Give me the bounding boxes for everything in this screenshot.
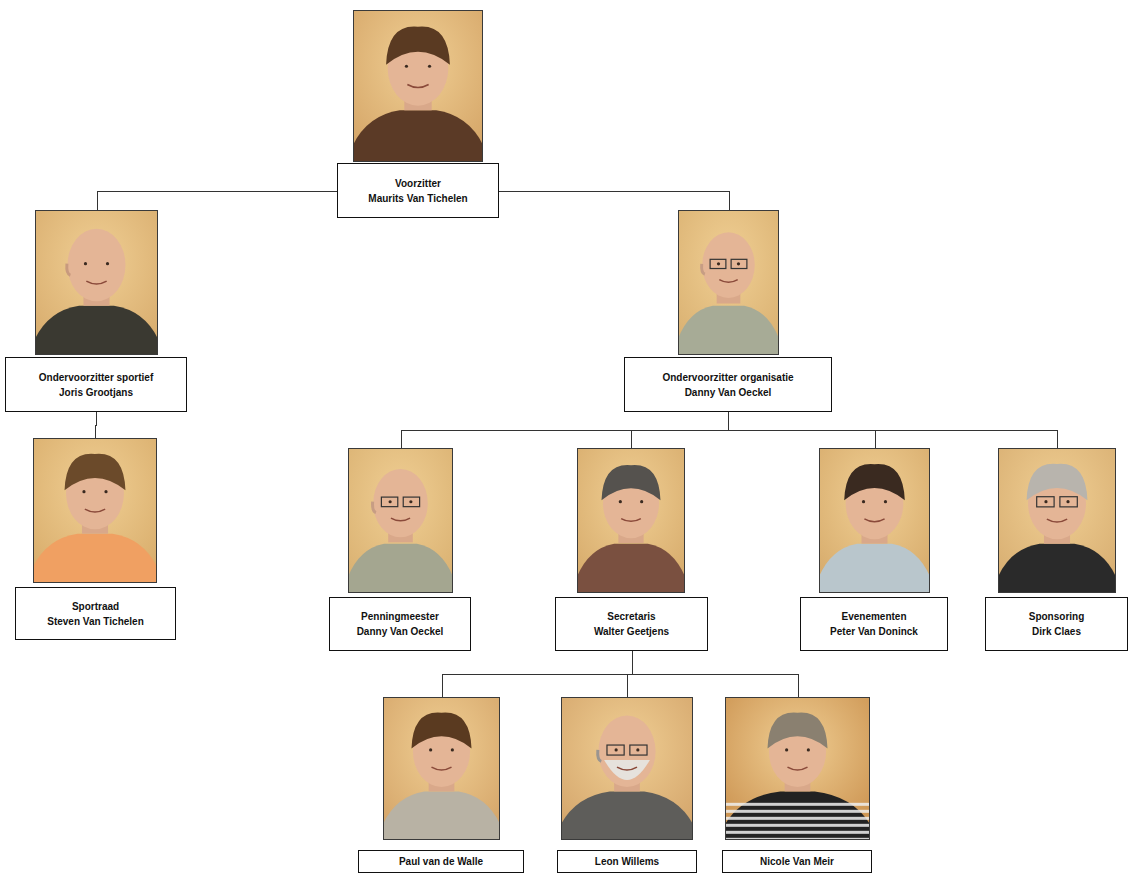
role-title: Voorzitter xyxy=(395,176,441,191)
role-title: Sportraad xyxy=(72,599,119,614)
role-box: Paul van de Walle xyxy=(358,850,524,873)
org-connector xyxy=(632,412,729,448)
person-name: Peter Van Doninck xyxy=(830,624,918,639)
role-title: Secretaris xyxy=(607,609,655,624)
org-node: PenningmeesterDanny Van Oeckel xyxy=(329,448,471,651)
org-node: Ondervoorzitter organisatieDanny Van Oec… xyxy=(624,210,832,412)
role-box: Ondervoorzitter sportiefJoris Grootjans xyxy=(5,357,187,412)
role-title: Penningmeester xyxy=(361,609,439,624)
person-name: Walter Geetjens xyxy=(594,624,669,639)
org-node: Ondervoorzitter sportiefJoris Grootjans xyxy=(5,210,187,412)
org-connector xyxy=(98,192,338,211)
role-box: SecretarisWalter Geetjens xyxy=(555,597,708,651)
org-node: SecretarisWalter Geetjens xyxy=(555,448,708,651)
portrait-photo xyxy=(35,210,158,355)
role-box: SportraadSteven Van Tichelen xyxy=(15,587,176,640)
org-node: SportraadSteven Van Tichelen xyxy=(15,438,176,640)
portrait-photo xyxy=(725,697,870,840)
portrait-photo xyxy=(998,448,1116,593)
org-node: Nicole Van Meir xyxy=(722,697,872,873)
person-name: Dirk Claes xyxy=(1032,624,1081,639)
org-node: Leon Willems xyxy=(557,697,697,873)
role-box: PenningmeesterDanny Van Oeckel xyxy=(329,597,471,651)
person-name: Danny Van Oeckel xyxy=(357,624,444,639)
role-title: Ondervoorzitter sportief xyxy=(39,370,153,385)
org-connector xyxy=(628,651,633,697)
portrait-photo xyxy=(348,448,453,593)
org-connector xyxy=(443,651,633,697)
role-title: Sponsoring xyxy=(1029,609,1085,624)
org-connector xyxy=(96,412,97,438)
org-connector xyxy=(729,412,1058,448)
portrait-photo xyxy=(353,10,483,162)
person-name: Leon Willems xyxy=(595,854,659,869)
portrait-photo xyxy=(678,210,779,355)
org-connector xyxy=(499,192,730,211)
person-name: Joris Grootjans xyxy=(59,385,133,400)
role-box: EvenementenPeter Van Doninck xyxy=(800,597,948,651)
role-box: Nicole Van Meir xyxy=(722,850,872,873)
person-name: Nicole Van Meir xyxy=(760,854,834,869)
role-title: Evenementen xyxy=(841,609,906,624)
org-node: Paul van de Walle xyxy=(358,697,524,873)
org-node: VoorzitterMaurits Van Tichelen xyxy=(337,10,499,218)
person-name: Steven Van Tichelen xyxy=(47,614,144,629)
role-title: Ondervoorzitter organisatie xyxy=(662,370,793,385)
portrait-photo xyxy=(561,697,693,840)
org-node: SponsoringDirk Claes xyxy=(985,448,1128,651)
portrait-photo xyxy=(33,438,157,583)
role-box: VoorzitterMaurits Van Tichelen xyxy=(337,163,499,218)
portrait-photo xyxy=(819,448,930,593)
portrait-photo xyxy=(577,448,685,593)
person-name: Maurits Van Tichelen xyxy=(368,191,467,206)
role-box: SponsoringDirk Claes xyxy=(985,597,1128,651)
org-connector xyxy=(402,412,729,448)
org-node: EvenementenPeter Van Doninck xyxy=(800,448,948,651)
org-connector xyxy=(633,651,799,697)
role-box: Ondervoorzitter organisatieDanny Van Oec… xyxy=(624,357,832,412)
role-box: Leon Willems xyxy=(557,850,697,873)
person-name: Paul van de Walle xyxy=(399,854,483,869)
person-name: Danny Van Oeckel xyxy=(685,385,772,400)
portrait-photo xyxy=(383,697,500,840)
